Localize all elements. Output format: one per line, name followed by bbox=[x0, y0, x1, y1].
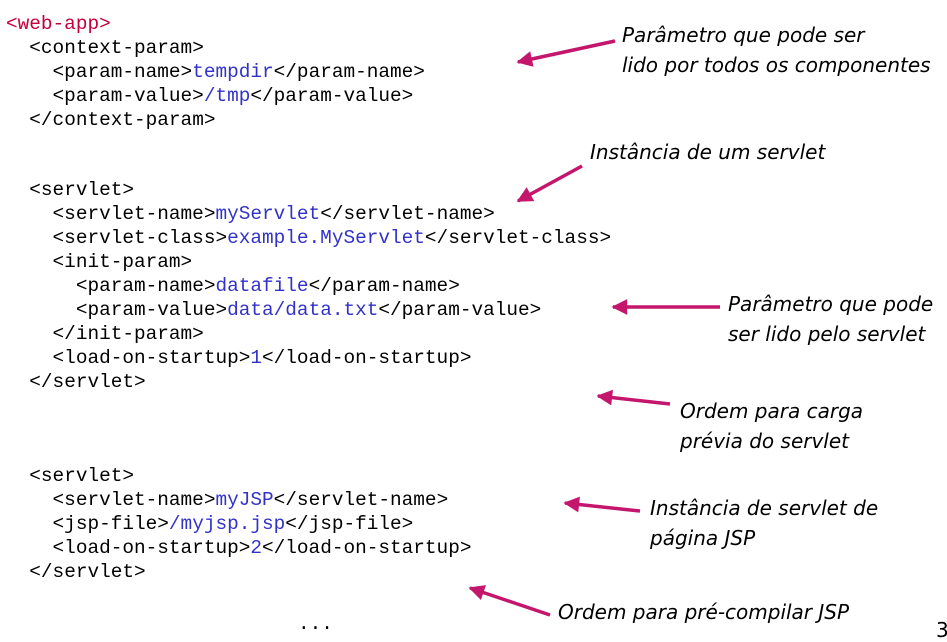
tmp-value: /tmp bbox=[203, 85, 251, 107]
web-xml-servlet-2: <servlet> <servlet-name>myJSP</servlet-n… bbox=[29, 465, 472, 583]
precompile-note: Ordem para pré-compilar JSP bbox=[558, 600, 850, 624]
my-jsp-value: myJSP bbox=[215, 489, 274, 511]
servlet-class-value: example.MyServlet bbox=[227, 227, 425, 249]
servlet-instance-note: Instância de um servlet bbox=[590, 140, 826, 164]
servlet-open-tag: <servlet> bbox=[29, 179, 135, 201]
ellipsis: ... bbox=[298, 613, 333, 635]
servlet-close-tag: </servlet> bbox=[29, 561, 146, 583]
arrow-load-order bbox=[596, 389, 671, 406]
page-number: 3 bbox=[936, 618, 947, 642]
jsp-path-value: /myjsp.jsp bbox=[168, 513, 286, 535]
arrow-precompile bbox=[468, 585, 551, 617]
arrow-context-param bbox=[516, 39, 616, 67]
init-param-close-tag: </init-param> bbox=[52, 323, 204, 345]
jsp-instance-note: Instância de servlet de página JSP bbox=[650, 496, 879, 550]
arrow-servlet-instance bbox=[516, 164, 583, 203]
context-param-close-tag: </context-param> bbox=[29, 109, 216, 131]
web-xml-servlet-1: <servlet> <servlet-name>myServlet</servl… bbox=[29, 179, 612, 393]
context-param-open-tag: <context-param> bbox=[29, 37, 204, 59]
datafile-value: datafile bbox=[215, 275, 309, 297]
web-app-tag: <web-app> bbox=[6, 13, 111, 35]
load-2-value: 2 bbox=[250, 537, 263, 559]
data-txt-value: data/data.txt bbox=[227, 299, 379, 321]
load-1-value: 1 bbox=[250, 347, 263, 369]
servlet-open-tag: <servlet> bbox=[29, 465, 135, 487]
arrow-jsp-instance bbox=[563, 496, 641, 513]
tempdir-value: tempdir bbox=[192, 61, 274, 83]
context-param-note: Parâmetro que pode ser lido por todos os… bbox=[622, 23, 931, 77]
load-order-note: Ordem para carga prévia do servlet bbox=[680, 399, 864, 453]
servlet-close-tag: </servlet> bbox=[29, 371, 146, 393]
init-param-open-tag: <init-param> bbox=[52, 251, 193, 273]
init-param-note: Parâmetro que pode ser lido pelo servlet bbox=[728, 292, 934, 346]
my-servlet-value: myServlet bbox=[215, 203, 321, 225]
web-xml-code: <web-app> <context-param> <param-name>te… bbox=[6, 13, 425, 131]
